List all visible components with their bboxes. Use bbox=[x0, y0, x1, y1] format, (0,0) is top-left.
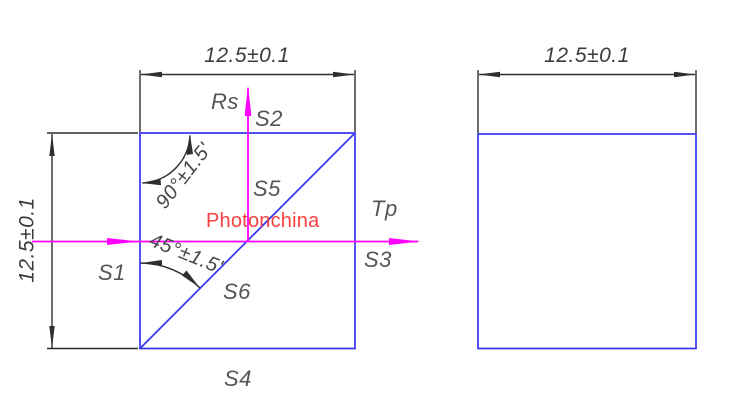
side-outline bbox=[477, 133, 697, 350]
arrowhead-right bbox=[674, 71, 696, 78]
arrowhead-left bbox=[140, 71, 162, 78]
arrowhead-to-left-face bbox=[140, 260, 162, 267]
beam-arrowhead-incident bbox=[107, 238, 139, 245]
surface-label-s6: S6 bbox=[223, 279, 251, 304]
top-dimension-right-view bbox=[477, 70, 697, 133]
arrowhead-to-top-face bbox=[186, 134, 193, 155]
arrowhead-up bbox=[49, 133, 55, 156]
watermark-text: Photonchina bbox=[206, 210, 320, 232]
surface-label-s1: S1 bbox=[98, 260, 126, 285]
arrowhead-to-diagonal bbox=[182, 270, 200, 288]
dimension-text-left-view-side: 12.5±0.1 bbox=[15, 197, 39, 283]
arrowhead-left bbox=[478, 71, 500, 78]
angle-arc-90 bbox=[141, 134, 193, 186]
arrowhead-right bbox=[333, 71, 355, 78]
beam-arrowhead-reflected bbox=[244, 85, 252, 116]
angle-arc-45 bbox=[140, 260, 201, 289]
beam-arrowhead-transmitted bbox=[389, 238, 420, 245]
beam-label-tp: Tp bbox=[371, 196, 398, 221]
arrowhead-down bbox=[49, 326, 55, 348]
beam-paths bbox=[32, 85, 420, 245]
dimension-text-right-view-top: 12.5±0.1 bbox=[544, 44, 630, 67]
top-dimension-left-view bbox=[139, 70, 356, 132]
arrowhead-to-left-face bbox=[141, 178, 161, 186]
beam-label-rs: Rs bbox=[211, 89, 239, 114]
surface-label-s4: S4 bbox=[224, 366, 252, 391]
surface-label-s3: S3 bbox=[364, 247, 392, 272]
cube-side-view bbox=[477, 133, 697, 350]
dimension-text-left-view-top: 12.5±0.1 bbox=[204, 44, 290, 67]
surface-label-s2: S2 bbox=[255, 106, 283, 131]
surface-label-s5: S5 bbox=[253, 176, 281, 201]
